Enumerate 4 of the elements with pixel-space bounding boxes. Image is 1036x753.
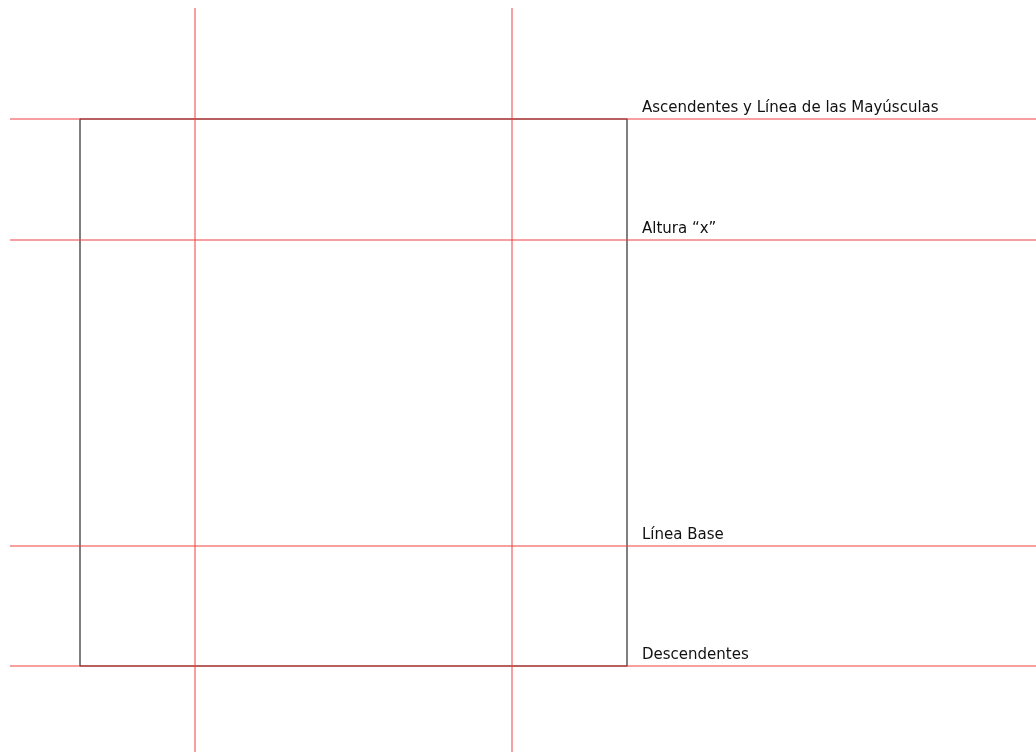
guide-label: Altura “x”	[642, 219, 717, 237]
guide-label: Ascendentes y Línea de las Mayúsculas	[642, 98, 939, 116]
guide-label: Línea Base	[642, 525, 724, 543]
guide-label: Descendentes	[642, 645, 749, 663]
